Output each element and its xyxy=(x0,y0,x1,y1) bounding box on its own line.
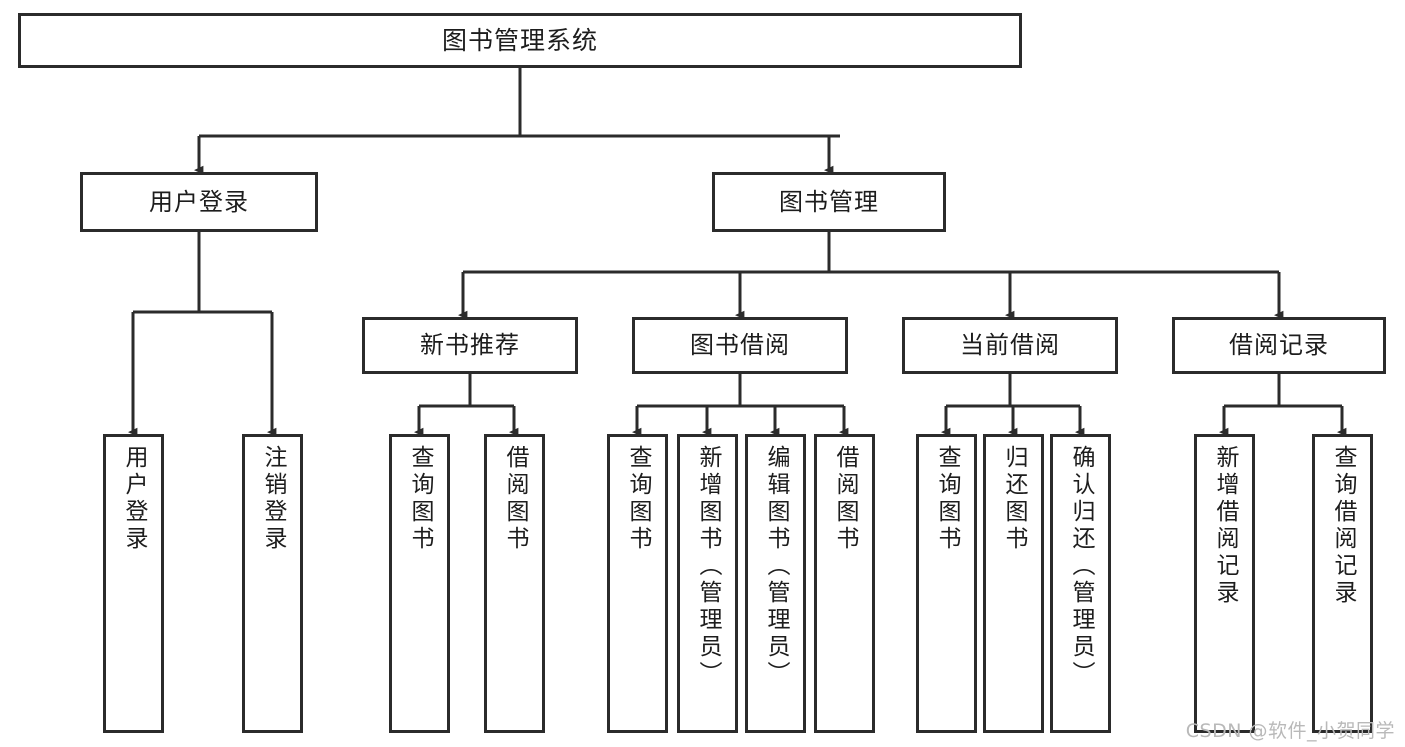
node-label: 借阅图书 xyxy=(502,445,528,553)
leaf-user-login[interactable]: 用户登录 xyxy=(103,434,164,733)
node-label: 归还图书 xyxy=(1001,445,1027,553)
node-label: 查询图书 xyxy=(625,445,651,553)
leaf-add-book-admin[interactable]: 新增图书（管理员） xyxy=(677,434,738,733)
node-label: 确认归还（管理员） xyxy=(1068,445,1094,688)
node-label: 新书推荐 xyxy=(420,331,520,360)
leaf-logout[interactable]: 注销登录 xyxy=(242,434,303,733)
node-label: 借阅记录 xyxy=(1229,331,1329,360)
node-label: 注销登录 xyxy=(260,445,286,553)
node-current-borrow[interactable]: 当前借阅 xyxy=(902,317,1118,374)
leaf-confirm-return-admin[interactable]: 确认归还（管理员） xyxy=(1050,434,1111,733)
leaf-borrow-book-recommend[interactable]: 借阅图书 xyxy=(484,434,545,733)
node-label: 用户登录 xyxy=(121,445,147,553)
node-root-system[interactable]: 图书管理系统 xyxy=(18,13,1022,68)
csdn-watermark: CSDN @软件_小贺同学 xyxy=(1185,720,1395,742)
node-label: 查询借阅记录 xyxy=(1330,445,1356,607)
node-label: 图书管理 xyxy=(779,187,879,216)
node-user-login[interactable]: 用户登录 xyxy=(80,172,318,232)
node-label: 图书借阅 xyxy=(690,331,790,360)
leaf-edit-book-admin[interactable]: 编辑图书（管理员） xyxy=(745,434,806,733)
leaf-add-borrow-record[interactable]: 新增借阅记录 xyxy=(1194,434,1255,733)
node-new-book-recommend[interactable]: 新书推荐 xyxy=(362,317,578,374)
node-label: 查询图书 xyxy=(934,445,960,553)
node-borrow-record[interactable]: 借阅记录 xyxy=(1172,317,1386,374)
node-book-borrow[interactable]: 图书借阅 xyxy=(632,317,848,374)
node-label: 用户登录 xyxy=(149,187,249,216)
node-book-management[interactable]: 图书管理 xyxy=(712,172,946,232)
leaf-query-book-recommend[interactable]: 查询图书 xyxy=(389,434,450,733)
leaf-borrow-book[interactable]: 借阅图书 xyxy=(814,434,875,733)
node-label: 查询图书 xyxy=(407,445,433,553)
node-label: 借阅图书 xyxy=(832,445,858,553)
node-label: 编辑图书（管理员） xyxy=(763,445,789,688)
leaf-query-book-current[interactable]: 查询图书 xyxy=(916,434,977,733)
leaf-return-book[interactable]: 归还图书 xyxy=(983,434,1044,733)
leaf-query-borrow-record[interactable]: 查询借阅记录 xyxy=(1312,434,1373,733)
node-label: 新增借阅记录 xyxy=(1212,445,1238,607)
node-label: 当前借阅 xyxy=(960,331,1060,360)
node-label: 新增图书（管理员） xyxy=(695,445,721,688)
node-label: 图书管理系统 xyxy=(441,25,598,55)
leaf-query-book-borrow[interactable]: 查询图书 xyxy=(607,434,668,733)
